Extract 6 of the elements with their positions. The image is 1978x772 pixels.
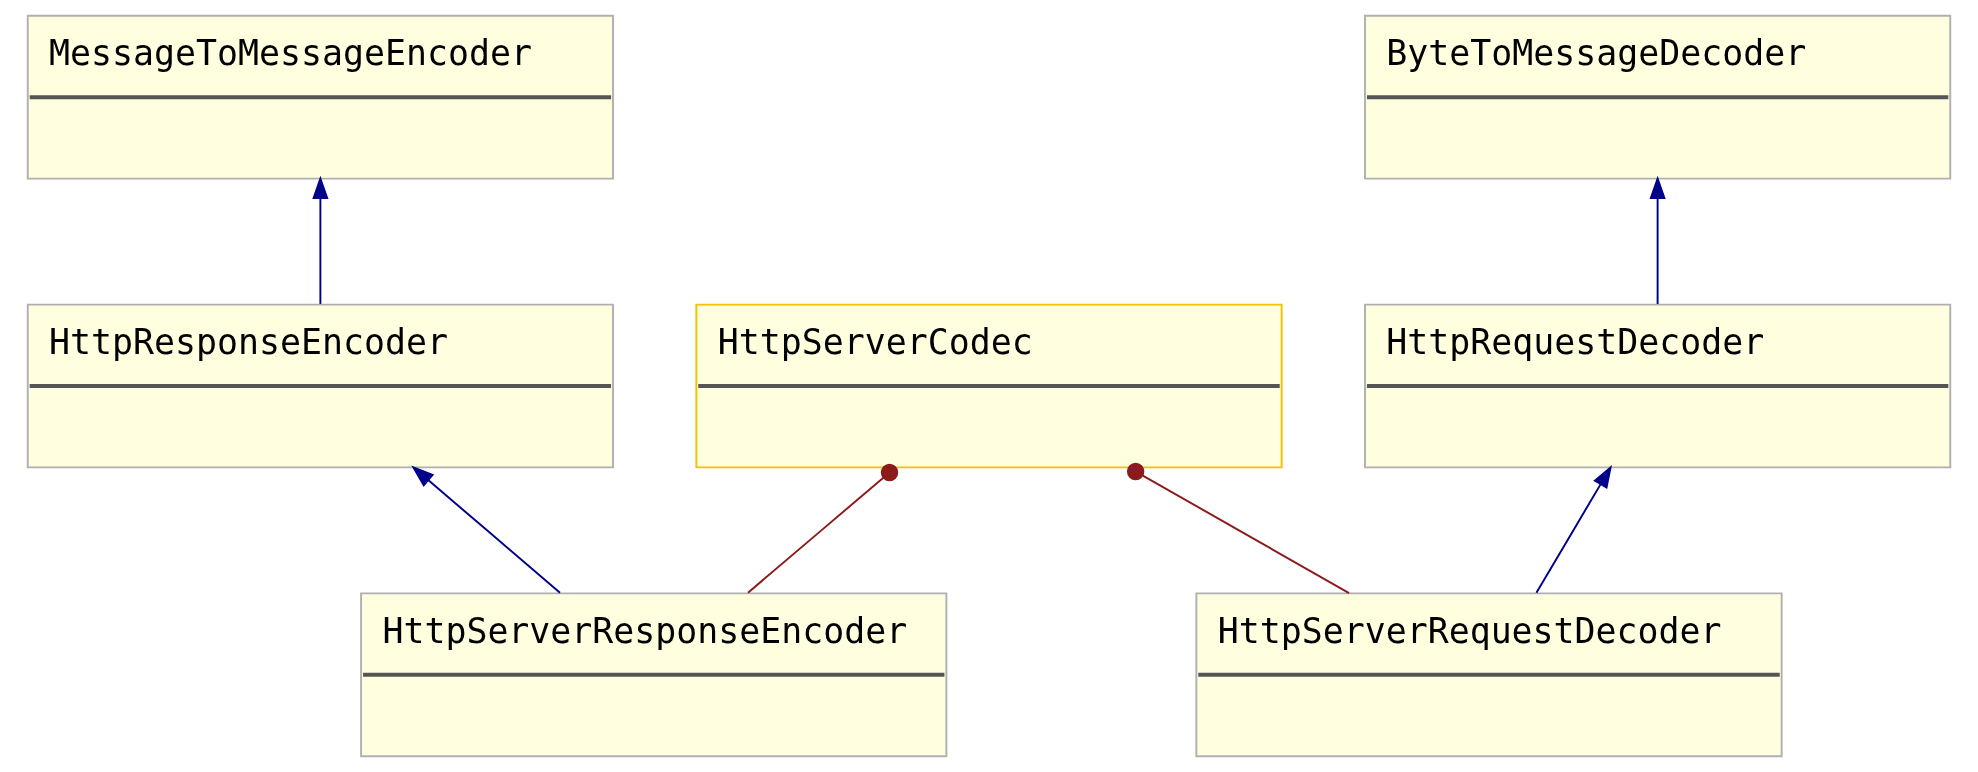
arrow bbox=[1535, 464, 1613, 594]
connector bbox=[1126, 462, 1351, 595]
connector bbox=[747, 463, 899, 594]
arrow bbox=[312, 175, 329, 305]
arrow bbox=[411, 465, 561, 594]
arrow bbox=[1649, 175, 1666, 305]
